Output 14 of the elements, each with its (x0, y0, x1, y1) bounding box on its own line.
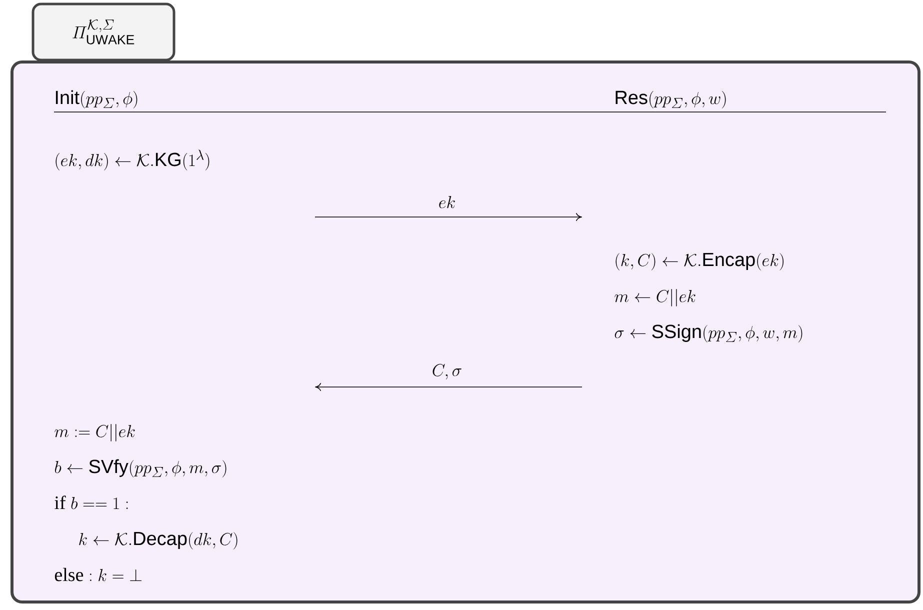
computation-line: $(k,C)\leftarrow\mathcal{K}.\mathsf{Encap}(ek)$ (616, 252, 784, 270)
computation-line: $m\leftarrow C||ek$ (614, 289, 696, 306)
computation-line: $k\leftarrow\mathcal{K}.\mathsf{Decap}(dk,C)$ (79, 532, 238, 550)
party-header: $\mathsf{Init}(pp_{\varSigma},\phi)$ (56, 90, 138, 108)
party-header: $\mathsf{Res}(pp_{\varSigma},\phi,w)$ (616, 90, 726, 108)
title-tab: $\varPi^{\mathcal{K},\varSigma}_{\mathsf{UWAKE}}$ (32, 2, 176, 62)
computation-line: $\text{if }b==1:$ (54, 496, 128, 510)
computation-line: $m:=C||ek$ (54, 424, 135, 442)
computation-line: $\sigma\leftarrow\mathsf{SSign}(pp_{\varSigma},\phi,w,m)$ (614, 324, 802, 342)
message-label: $C,\sigma$ (432, 364, 462, 380)
computation-line: $b\leftarrow\mathsf{SVfy}(pp_{\varSigma},\phi,m,\sigma)$ (54, 459, 226, 478)
computation-line: $\text{else}:k=\bot$ (54, 568, 142, 582)
message-label: $ek$ (439, 196, 455, 208)
computation-line: $(ek,dk)\leftarrow\mathcal{K}.\mathsf{KG}(1^{\lambda})$ (56, 150, 210, 170)
